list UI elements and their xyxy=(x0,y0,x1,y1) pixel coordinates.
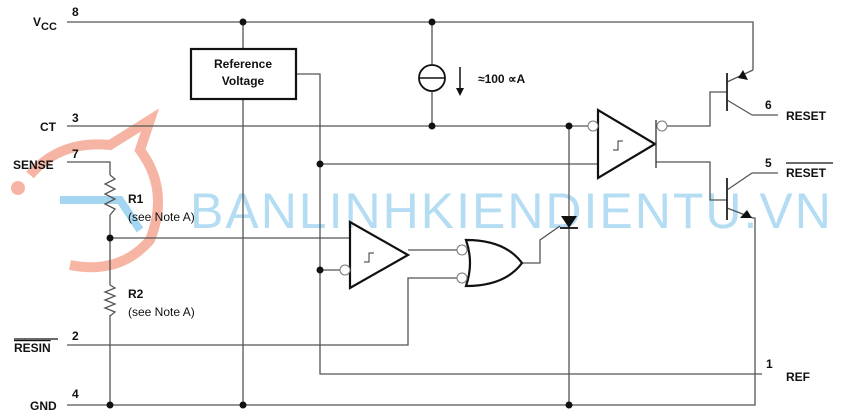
reference-label-2: Voltage xyxy=(222,74,265,88)
pin-reset-label: RESET xyxy=(786,109,827,123)
or-gate xyxy=(456,238,524,288)
pin-reset-n-label: RESET xyxy=(786,166,827,180)
r1-note: (see Note A) xyxy=(128,210,195,224)
pin-sense-label: SENSE xyxy=(13,158,54,172)
watermark-logo xyxy=(11,108,163,273)
pin-ct-label: CT xyxy=(40,120,57,134)
pin-resin-number: 2 xyxy=(72,329,79,343)
r2-note: (see Note A) xyxy=(128,305,195,319)
pin-resin-label: RESIN xyxy=(14,341,51,355)
pin-gnd-label: GND xyxy=(30,399,57,413)
reference-label-1: Reference xyxy=(214,57,272,71)
comparator-upper xyxy=(587,108,668,180)
r2-name: R2 xyxy=(128,287,144,301)
diode-icon xyxy=(560,216,578,229)
junction-dots xyxy=(106,18,573,409)
pin-vcc-number: 8 xyxy=(72,5,79,19)
pin-vcc-label: VCC xyxy=(33,15,57,33)
r1-name: R1 xyxy=(128,192,144,206)
pin-sense-number: 7 xyxy=(72,147,79,161)
current-source-label: ≈100 ∝A xyxy=(478,72,526,86)
comparator-lower xyxy=(339,220,411,290)
reference-voltage-block xyxy=(189,47,298,101)
current-source-icon xyxy=(418,64,464,96)
resistor-r2-icon xyxy=(103,284,117,317)
pin-reset-n-number: 5 xyxy=(765,156,772,170)
pnp-transistor-icon xyxy=(726,70,748,111)
pin-ct-number: 3 xyxy=(72,111,79,125)
pin-gnd-number: 4 xyxy=(72,387,79,401)
wires xyxy=(67,21,778,406)
pin-reset-number: 6 xyxy=(765,98,772,112)
resistor-r1-icon xyxy=(103,174,117,216)
pin-ref-number: 1 xyxy=(766,357,773,371)
pin-ref-label: REF xyxy=(786,370,810,384)
npn-transistor-icon xyxy=(726,178,752,220)
watermark-text: BANLINHKIENDIENTU.VN xyxy=(190,183,833,239)
